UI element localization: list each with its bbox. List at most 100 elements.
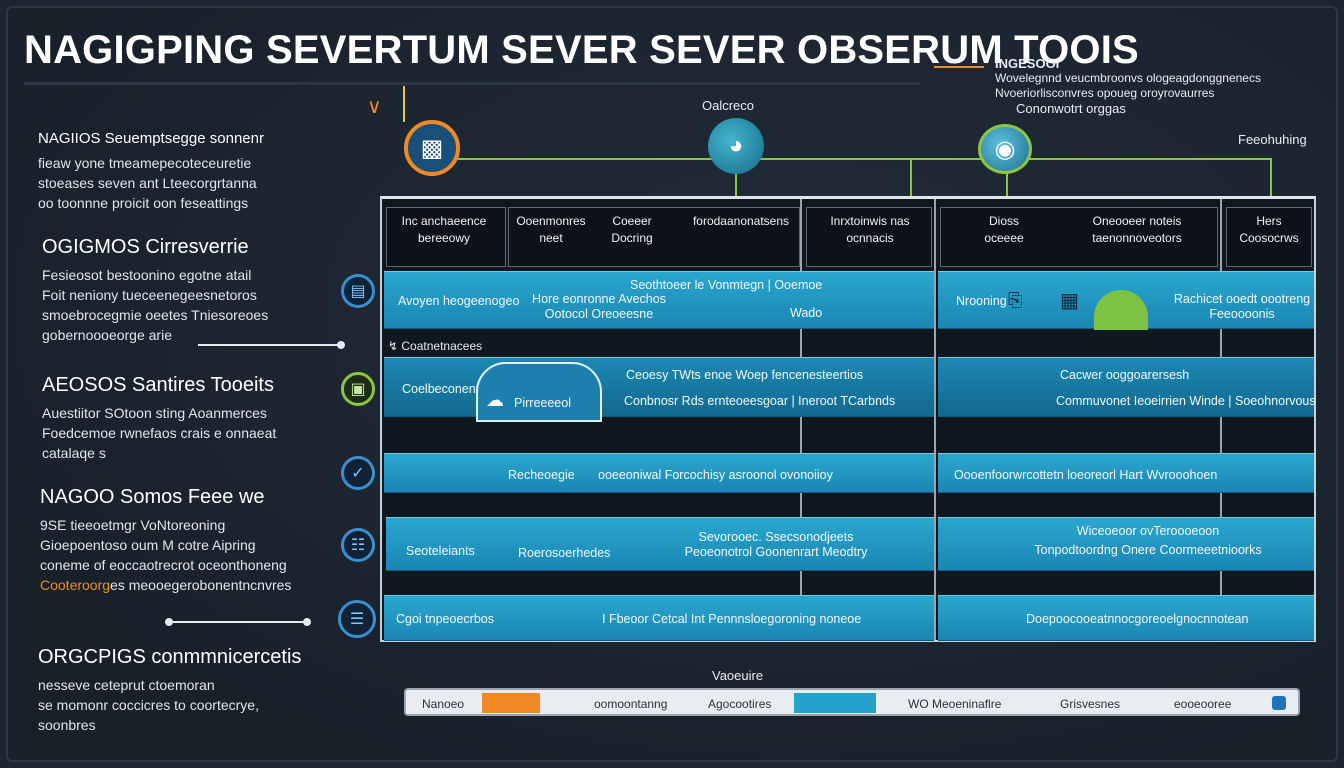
- legend-item: Grisvesnes: [1060, 697, 1121, 711]
- section-title: NAGIIOS Seuemptsegge sonnenr: [38, 130, 264, 147]
- corner-line: Nvoeriorlisconvres opoueg oroyrovaurres: [995, 86, 1215, 100]
- row-cell: Conbnosr Rds ernteoeesgoar | Ineroot TCa…: [624, 394, 896, 408]
- table-row[interactable]: Oooenfoorwrcottetn loeoreorl Hart Wvrooo…: [938, 453, 1314, 493]
- table-row[interactable]: Cgoi tnpeoecrbos I Fbeoor Cetcal Int Pen…: [384, 595, 934, 641]
- legend-item: WO Meoeninaflre: [908, 697, 1002, 711]
- row-cell: Oooenfoorwrcottetn loeoreorl Hart Wvrooo…: [954, 468, 1218, 482]
- globe-icon[interactable]: ◕: [708, 118, 764, 174]
- database-icon[interactable]: ☷: [341, 528, 375, 562]
- section-line: Fesieosot bestoonino egotne atail: [42, 267, 252, 283]
- document-icon[interactable]: ☰: [338, 600, 376, 638]
- row-cell: Avoyen heogeenogeo: [398, 294, 520, 308]
- server-icon[interactable]: ▤: [341, 274, 375, 308]
- legend-item: oomoontanng: [594, 697, 668, 711]
- section-line: coneme of eoccaotrecrot oceonthoneng: [40, 557, 287, 573]
- row-cell: Ceoesy TWts enoe Woep fencenesteertios: [626, 368, 864, 382]
- row-cell: Cgoi tnpeoecrbos: [396, 612, 494, 626]
- section-line: Auestiitor SOtoon sting Aoanmerces: [42, 405, 267, 421]
- corner-line: Wovelegnnd veucmbroonvs ologeagdonggnene…: [995, 71, 1261, 85]
- node-label: Feeohuhing: [1238, 132, 1307, 147]
- row-cell: Cacwer ooggoarersesh: [1060, 368, 1190, 382]
- row-cell: ooeeoniwal Forcochisy asroonol ovonoiioy: [598, 468, 833, 482]
- process-node[interactable]: ☁ Pirreeeeol: [476, 362, 602, 422]
- section-line: stoeases seven ant Lteecorgrtanna: [38, 175, 257, 191]
- legend: Nanoeo oomoontanng Agocootires WO Meoeni…: [404, 688, 1300, 716]
- legend-item: eooeooree: [1174, 697, 1232, 711]
- cloud-icon: ☁: [486, 390, 504, 410]
- chevron-icon: ∨: [367, 96, 382, 118]
- section-line: Cooteroorges meooegerobonentncnvres: [40, 575, 360, 595]
- left-section-5: ORGCPIGS conmmnicercetis nesseve cetepru…: [38, 646, 358, 735]
- connector-line: [735, 166, 737, 196]
- row-cell: Wado: [790, 306, 823, 320]
- row-cell: Coelbeconenty: [402, 382, 486, 396]
- column-divider: [934, 199, 936, 640]
- legend-swatch: [794, 693, 876, 713]
- row-cell: Doepoocooeatnnocgoreoelgnocnnotean: [1026, 612, 1249, 626]
- legend-item: Agocootires: [708, 697, 772, 711]
- laptop-icon[interactable]: ▩: [404, 120, 460, 176]
- section-line: Gioepoentoso oum M cotre Aipring: [40, 537, 256, 553]
- section-line: smoebrocegmie oeetes Tniesoreoes: [42, 307, 269, 323]
- connector-rule: [198, 341, 345, 349]
- section-title: AEOSOS Santires Tooeits: [42, 374, 274, 396]
- row-cell: Seothtoeer le Vonmtegn | Ooemoe: [630, 278, 823, 292]
- section-line: se momonr coccicres to coortecrye,: [38, 697, 259, 713]
- section-line: fieaw yone tmeamepecoteceuretie: [38, 155, 252, 171]
- row-cell: Seoteleiants: [406, 544, 475, 558]
- section-title: NAGOO Somos Feee we: [40, 486, 265, 508]
- table-row[interactable]: Avoyen heogeenogeo Hore eonronne Avechos…: [384, 271, 934, 329]
- row-cell: Commuvonet Ieoeirrien Winde | Soeohnorvo…: [1056, 394, 1316, 408]
- row-cell: Recheoegie: [508, 468, 575, 482]
- left-section-4: NAGOO Somos Feee we 9SE tieeoetmgr VoNto…: [40, 486, 360, 595]
- status-dome-icon: [1094, 290, 1148, 330]
- monitor-icon[interactable]: ▣: [341, 372, 375, 406]
- row-cell: I Fbeoor Cetcal Int Pennnsloegoroning no…: [602, 612, 862, 626]
- legend-swatch: [482, 693, 540, 713]
- connector-line: [1006, 166, 1008, 196]
- row-cell: Pirreeeeol: [514, 396, 571, 410]
- corner-legend: INGESOOI Wovelegnnd veucmbroonvs ologeag…: [995, 56, 1261, 101]
- legend-swatch: [1272, 696, 1286, 710]
- section-title: ORGCPIGS conmmnicercetis: [38, 646, 302, 668]
- network-icon: ⎘: [1008, 290, 1023, 310]
- header-cell: [508, 207, 800, 267]
- header-cell: [1226, 207, 1312, 267]
- section-title: OGIGMOS Cirresverrie: [42, 236, 249, 258]
- section-line: oo toonnne proicit oon feseattings: [38, 195, 249, 211]
- node-label: Oalcreco: [702, 98, 755, 113]
- header-cell: [806, 207, 932, 267]
- header-cell: [940, 207, 1218, 267]
- table-row[interactable]: Cacwer ooggoarersesh Commuvonet Ieoeirri…: [938, 357, 1316, 417]
- section-line: gobernoooeorge arie: [42, 327, 172, 343]
- title-underline: [24, 82, 920, 85]
- table-row[interactable]: Coelbeconenty ☁ Pirreeeeol Ceoesy TWts e…: [384, 357, 934, 422]
- corner-connector: [934, 66, 984, 68]
- table-row[interactable]: Doepoocooeatnnocgoreoelgnocnnotean: [938, 595, 1314, 641]
- column-divider: [800, 199, 802, 640]
- legend-title: Vaoeuire: [712, 668, 764, 683]
- highlight-text: Cooteroorg: [40, 577, 111, 593]
- corner-title: INGESOOI: [995, 56, 1060, 71]
- section-line-tail: es meooegerobonentncnvres: [110, 577, 292, 593]
- header-cell: [386, 207, 506, 267]
- table-row[interactable]: Recheoegie ooeeoniwal Forcochisy asroono…: [384, 453, 934, 493]
- cloud-icon[interactable]: ◉: [978, 124, 1032, 174]
- section-line: nesseve ceteprut ctoemoran: [38, 677, 215, 693]
- chart-icon: ▦: [1060, 290, 1079, 312]
- column-header: forodaanonatsens: [692, 214, 790, 228]
- table-row[interactable]: Seoteleiants Roerosoerhedes Sevorooec. S…: [386, 517, 934, 571]
- section-line: soonbres: [38, 717, 96, 733]
- check-icon[interactable]: ✓: [341, 456, 375, 490]
